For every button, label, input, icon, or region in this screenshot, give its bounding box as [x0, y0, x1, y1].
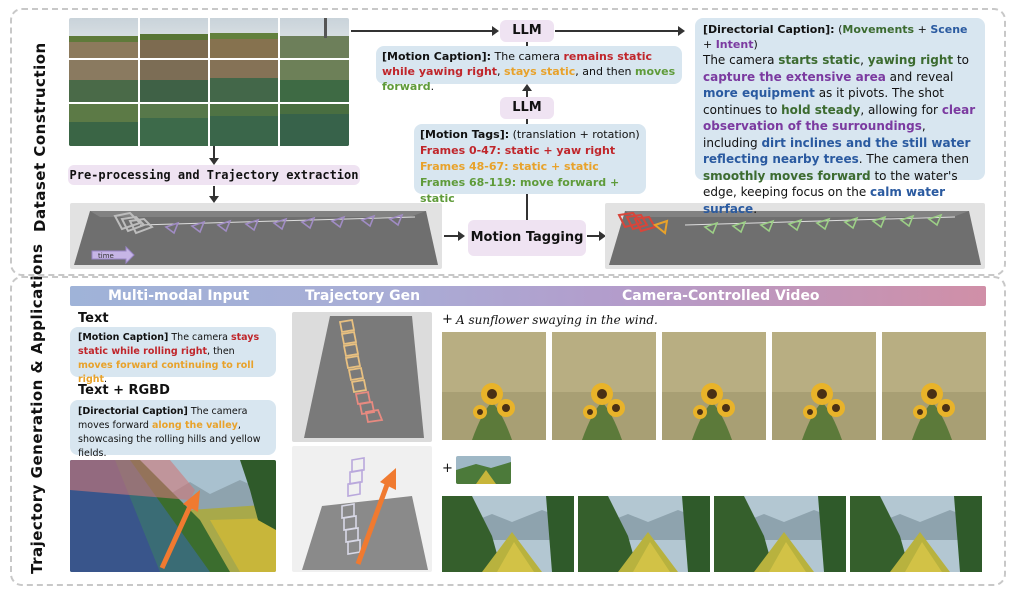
arrow-right-2 — [587, 231, 606, 241]
arrow-llm-to-directorial — [555, 26, 685, 36]
valley-frames — [442, 496, 986, 572]
arrow-down-1 — [209, 146, 219, 165]
dataset-construction-panel — [10, 8, 1006, 276]
trajectory-plate-right — [605, 203, 985, 269]
motion-caption-input-bubble: [Motion Caption] The camera stays static… — [70, 327, 276, 385]
rgbd-input-image — [70, 460, 276, 572]
llm-box-top: LLM — [500, 20, 554, 42]
dataset-construction-label: Dataset Construction — [31, 42, 49, 232]
motion-caption-bubble: [Motion Caption]: The camera remains sta… — [376, 46, 682, 93]
sunflower-prompt: A sunflower swaying in the wind. — [456, 313, 658, 327]
directorial-caption-input-bubble: [Directorial Caption] The camera moves f… — [70, 400, 276, 459]
header-bar — [70, 286, 986, 306]
arrow-up-tagging — [526, 194, 528, 220]
motion-tag-1: Frames 0-47: static + yaw right — [420, 144, 616, 157]
motion-tagging-box: Motion Tagging — [468, 220, 586, 256]
directorial-caption-bubble: [Directorial Caption]: (Movements + Scen… — [695, 18, 985, 216]
trajectory-plate-left: time — [70, 203, 442, 269]
header-trajectory-gen: Trajectory Gen — [305, 288, 421, 304]
llm-box-mid: LLM — [500, 97, 554, 119]
trajectory-generation-panel — [10, 276, 1006, 586]
arrow-right-1 — [444, 231, 465, 241]
preprocessing-box: Pre-processing and Trajectory extraction — [68, 165, 360, 185]
header-multimodal-input: Multi-modal Input — [108, 288, 250, 304]
time-label: time — [98, 252, 114, 260]
arrow-down-2 — [209, 186, 219, 203]
text-title: Text — [78, 311, 109, 326]
plus-image-sign: + — [442, 461, 453, 476]
trajectory-gen-2 — [292, 446, 432, 572]
prompt-plus: + — [442, 312, 453, 327]
motion-tags-bubble: [Motion Tags]: (translation + rotation) … — [414, 124, 646, 205]
video-frames-grid — [69, 18, 349, 146]
header-camera-controlled-video: Camera-Controlled Video — [622, 288, 820, 304]
motion-tag-3: Frames 68-119: move forward + static — [420, 176, 620, 205]
motion-caption-label: [Motion Caption]: — [382, 50, 491, 63]
trajectory-generation-label: Trajectory Generation & Applications — [28, 243, 46, 574]
valley-input-thumbnail — [456, 456, 511, 484]
arrow-grid-to-llm — [351, 26, 499, 36]
text-rgbd-title: Text + RGBD — [78, 383, 170, 398]
trajectory-gen-1 — [292, 312, 432, 442]
motion-tag-2: Frames 48-67: static + static — [420, 160, 599, 173]
arrow-up-llm-mid — [522, 84, 532, 98]
sunflower-frames — [442, 332, 986, 440]
